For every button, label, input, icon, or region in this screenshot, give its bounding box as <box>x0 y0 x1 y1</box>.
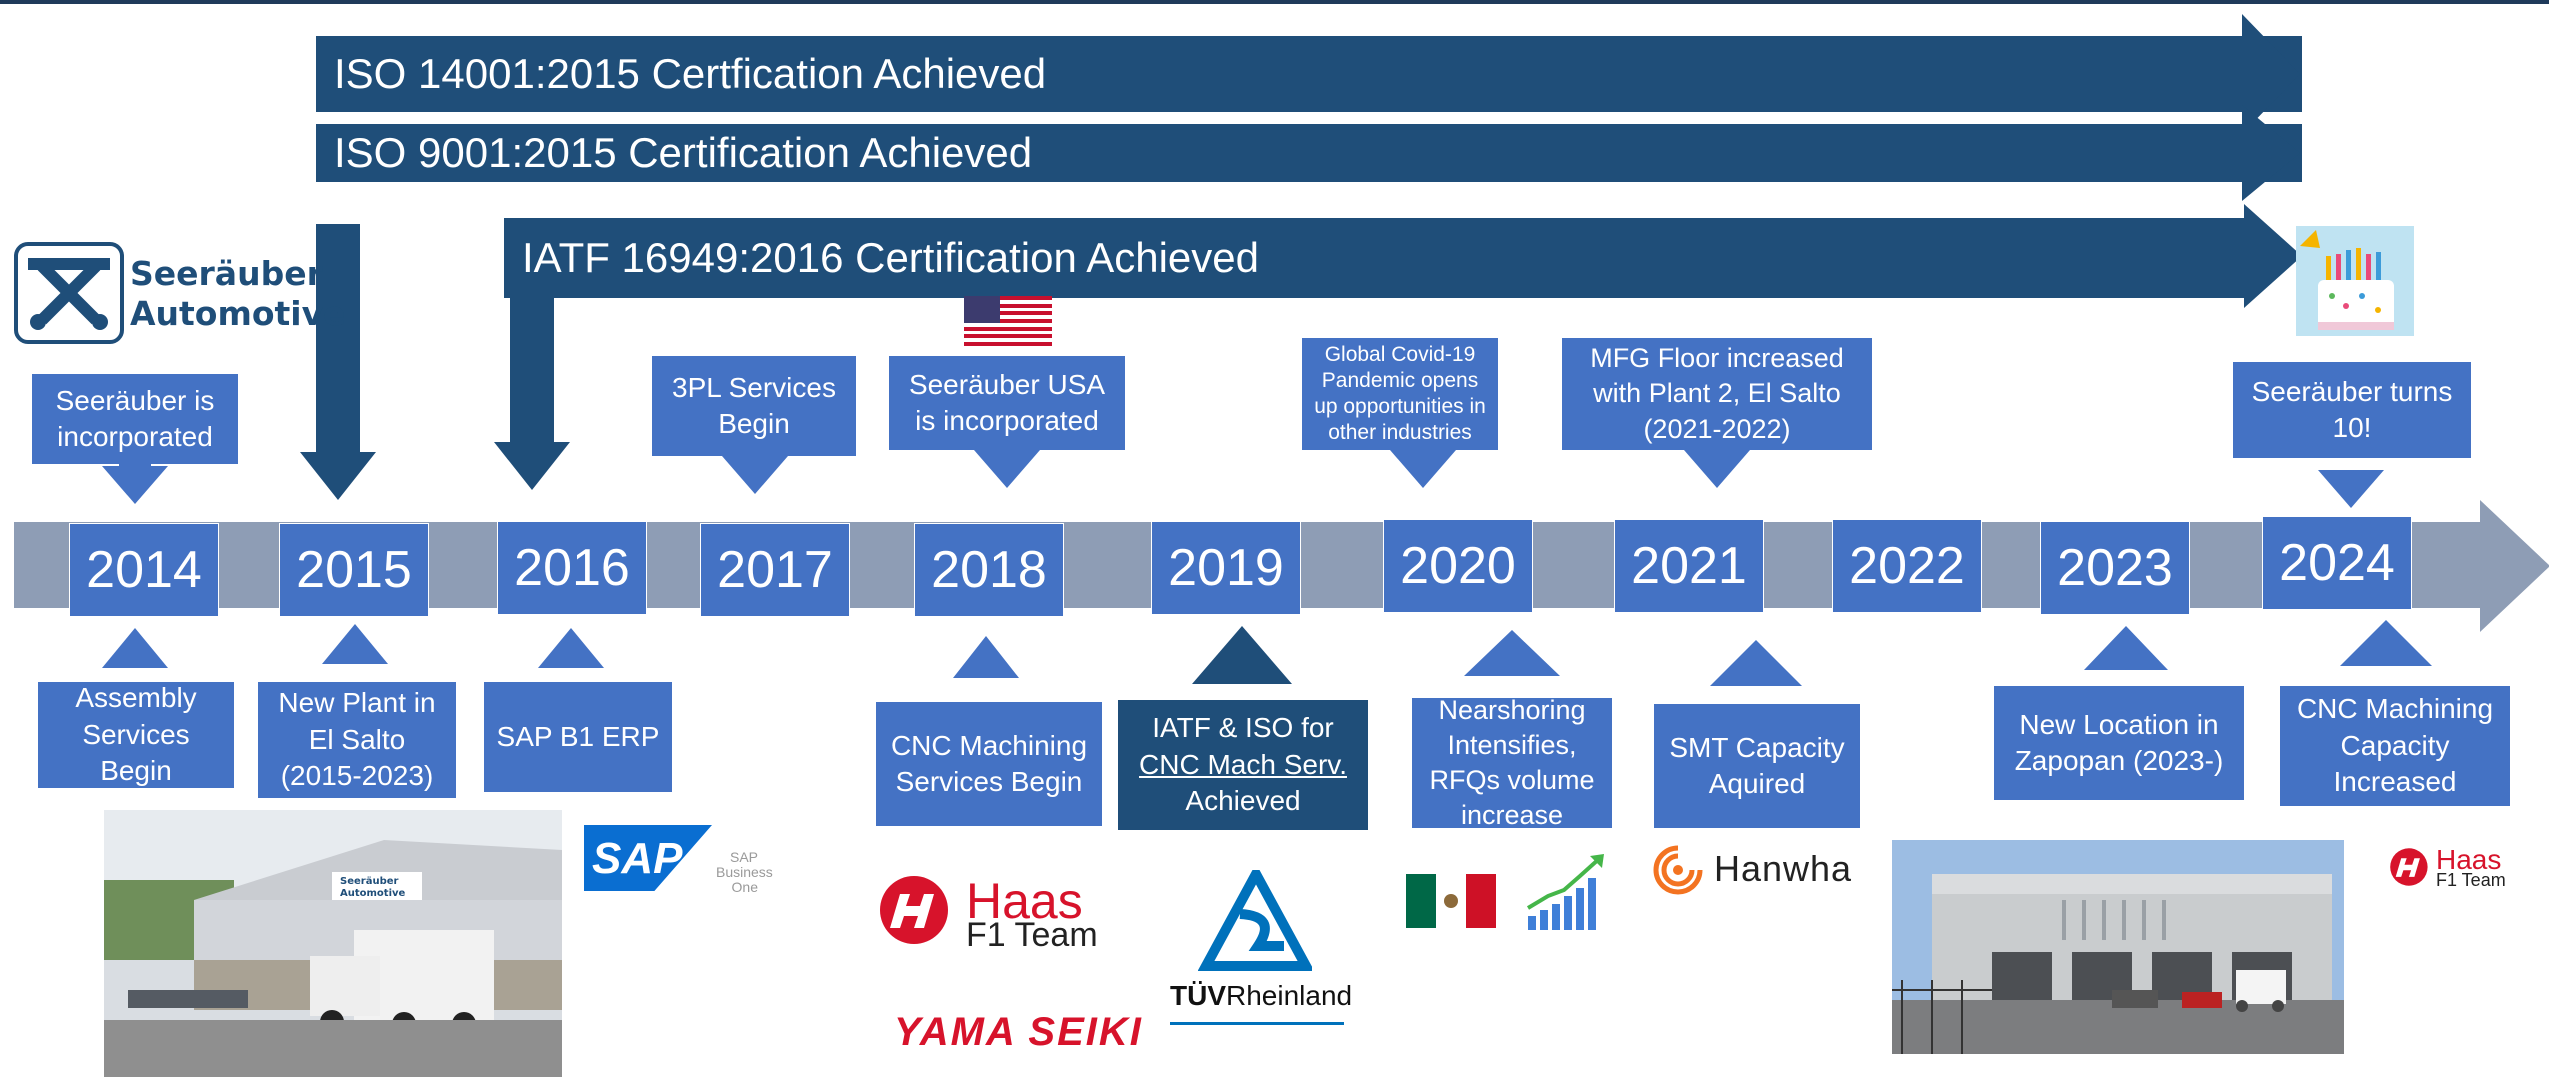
cert-label: IATF 16949:2016 Certification Achieved <box>522 234 1259 281</box>
top-border <box>0 0 2549 4</box>
callout-arrow <box>953 636 1019 678</box>
year-2016: 2016 <box>497 521 647 615</box>
year-2014: 2014 <box>69 523 219 617</box>
haas-logo-text: Haas <box>966 873 1083 929</box>
callout-2018-usa: Seeräuber USA is incorporated <box>889 356 1125 450</box>
cert-drop-head <box>494 442 570 490</box>
year-2021: 2021 <box>1614 519 1764 613</box>
callout-arrow <box>1390 450 1456 488</box>
haas-logo-icon <box>880 876 948 944</box>
haas-logo-icon <box>2390 848 2428 886</box>
haas-f1-team-text: F1 Team <box>2436 870 2506 890</box>
callout-2021-smt: SMT Capacity Aquired <box>1654 704 1860 828</box>
callout-arrow <box>322 624 388 664</box>
year-2015: 2015 <box>279 523 429 617</box>
callout-arrow <box>2340 620 2432 666</box>
cert-label: ISO 9001:2015 Certification Achieved <box>334 129 1033 176</box>
callout-arrow <box>1710 640 1802 686</box>
hanwha-logo-text: Hanwha <box>1714 848 1853 889</box>
company-logo-text: Seeräuber Automotive <box>130 254 346 333</box>
tuv-rheinland-logo-icon <box>1198 870 1312 971</box>
year-2019: 2019 <box>1151 521 1301 615</box>
callout-2016-sap: SAP B1 ERP <box>484 682 672 792</box>
tuv-rheinland-logo-text: TÜVRheinland <box>1170 980 1353 1011</box>
callout-line-underlined: CNC Mach Serv. <box>1139 748 1347 780</box>
callout-line: IATF & ISO for <box>1152 712 1334 744</box>
growth-chart-icon <box>1526 854 1604 930</box>
callout-2018-cnc: CNC Machining Services Begin <box>876 702 1102 826</box>
callout-arrow <box>2318 470 2384 508</box>
callout-arrow-dark <box>1192 626 1292 684</box>
year-2020: 2020 <box>1383 519 1533 613</box>
callout-arrow <box>974 450 1040 488</box>
company-logo-icon <box>14 242 124 344</box>
sap-logo-text: SAP <box>592 834 683 883</box>
cert-arrow-head <box>2242 105 2300 201</box>
cert-drop-2016 <box>510 292 554 444</box>
cert-arrow-iatf: IATF 16949:2016 Certification Achieved <box>504 218 2250 298</box>
mexico-flag-icon <box>1406 874 1496 928</box>
callout-2020-nearshoring: Nearshoring Intensifies, RFQs volume inc… <box>1412 695 1612 830</box>
haas-f1-team-text: F1 Team <box>966 916 1098 954</box>
building-sign-text: Automotive <box>340 888 406 899</box>
yama-seiki-logo-text: YAMA SEIKI <box>894 1010 1143 1054</box>
building-sign-text: Seeräuber <box>340 876 399 887</box>
zapopan-location-photo <box>1892 840 2344 1054</box>
callout-2021-mfg-floor: MFG Floor increased with Plant 2, El Sal… <box>1562 338 1872 450</box>
callout-arrow <box>1464 630 1560 676</box>
callout-2019-iatf-iso: IATF & ISO for CNC Mach Serv. Achieved <box>1118 700 1368 830</box>
el-salto-plant-photo: Seeräuber Automotive <box>104 810 562 1077</box>
callout-2014-assembly: Assembly Services Begin <box>38 682 234 788</box>
cert-arrow-iso9001: ISO 9001:2015 Certification Achieved <box>316 124 2302 182</box>
callout-2014-incorporated: Seeräuber is incorporated <box>32 374 238 464</box>
callout-arrow <box>722 456 788 494</box>
callout-2024-ten: Seeräuber turns 10! <box>2233 362 2471 458</box>
hanwha-logo-icon <box>1653 845 1703 895</box>
callout-2017-3pl: 3PL Services Begin <box>652 356 856 456</box>
year-2024: 2024 <box>2262 516 2412 610</box>
cert-drop-head <box>300 452 376 500</box>
callout-2024-cnc-capacity: CNC Machining Capacity Increased <box>2280 686 2510 806</box>
callout-arrow <box>1684 450 1750 488</box>
year-2017: 2017 <box>700 523 850 617</box>
year-2022: 2022 <box>1832 519 1982 613</box>
cert-arrow-iso14001: ISO 14001:2015 Certfication Achieved <box>316 36 2302 112</box>
cert-label: ISO 14001:2015 Certfication Achieved <box>334 50 1047 97</box>
callout-2020-covid: Global Covid-19 Pandemic opens up opport… <box>1302 338 1498 450</box>
callout-arrow <box>102 466 168 504</box>
usa-flag-icon <box>964 296 1052 346</box>
timeline-arrow-head <box>2480 500 2549 632</box>
callout-2015-new-plant: New Plant in El Salto (2015-2023) <box>258 682 456 798</box>
callout-arrow <box>2084 626 2168 670</box>
cert-drop-2015 <box>316 224 360 454</box>
callout-arrow <box>102 628 168 668</box>
callout-arrow <box>538 628 604 668</box>
callout-2023-zapopan: New Location in Zapopan (2023-) <box>1994 686 2244 800</box>
haas-logo-text: Haas <box>2436 844 2502 875</box>
birthday-cake-icon <box>2296 226 2414 336</box>
cert-arrow-head <box>2244 204 2302 308</box>
callout-line: Achieved <box>1185 785 1301 817</box>
year-2023: 2023 <box>2040 521 2190 615</box>
year-2018: 2018 <box>914 523 1064 617</box>
tuv-underline <box>1170 1022 1344 1025</box>
